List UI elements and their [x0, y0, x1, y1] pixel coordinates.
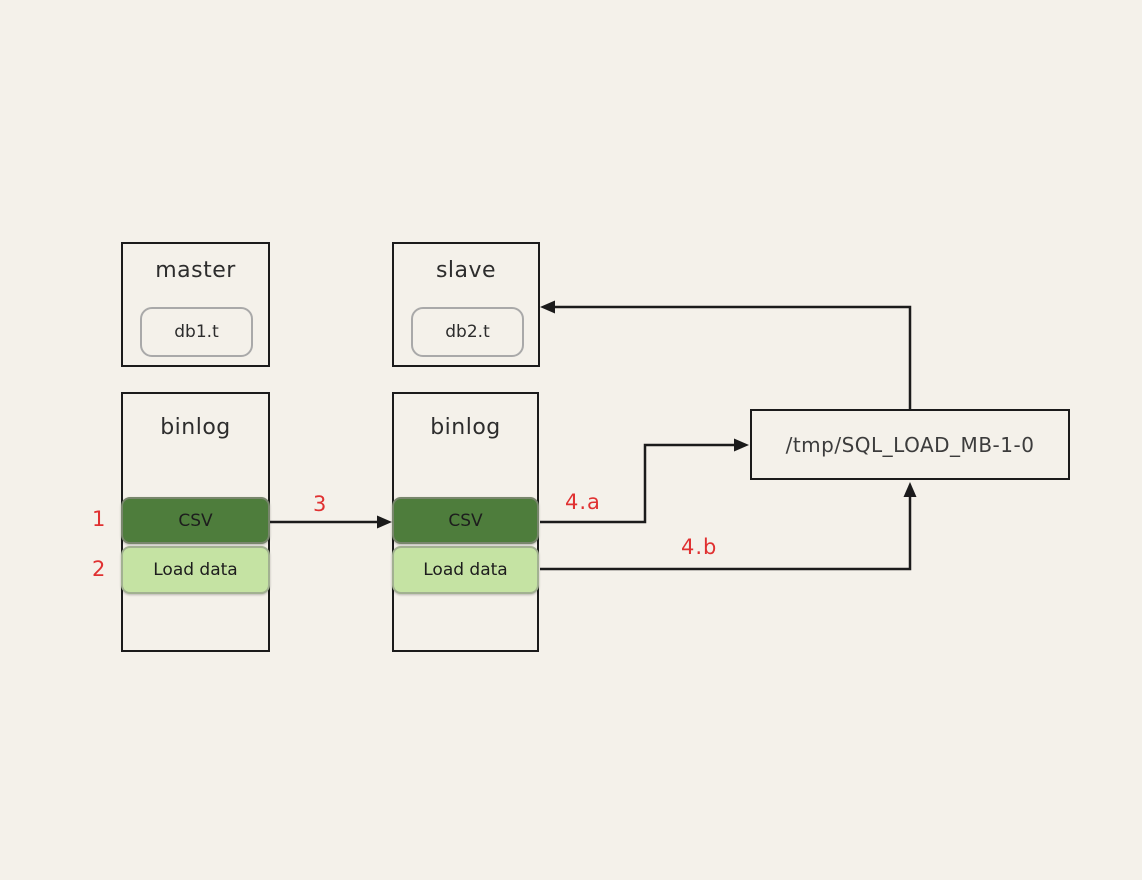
node-tmp-file: /tmp/SQL_LOAD_MB-1-0 [750, 409, 1070, 480]
node-master-table-label: db1.t [174, 322, 219, 342]
node-master-title: master [155, 258, 236, 283]
arrow-tmp-file-to-slave [540, 300, 912, 409]
event-load-data-slave: Load data [392, 546, 539, 594]
node-slave: slave db2.t [392, 242, 540, 367]
event-csv-slave: CSV [392, 497, 539, 544]
label-step-4a: 4.a [565, 490, 601, 514]
node-slave-table-db2t: db2.t [411, 307, 524, 357]
event-load-data-master: Load data [121, 546, 270, 594]
label-step-4b: 4.b [681, 535, 718, 559]
node-binlog-master-title: binlog [160, 415, 231, 440]
node-binlog-slave: binlog CSV Load data [392, 392, 539, 652]
label-step-3: 3 [313, 492, 328, 516]
event-csv-slave-label: CSV [448, 510, 483, 531]
label-step-2: 2 [92, 557, 107, 581]
node-binlog-slave-title: binlog [430, 415, 501, 440]
arrow-master-csv-to-slave-csv [270, 515, 392, 529]
event-csv-master: CSV [121, 497, 270, 544]
node-tmp-file-label: /tmp/SQL_LOAD_MB-1-0 [785, 432, 1035, 457]
event-load-data-slave-label: Load data [423, 560, 508, 580]
node-master-table-db1t: db1.t [140, 307, 253, 357]
node-binlog-master: binlog CSV Load data [121, 392, 270, 652]
node-master: master db1.t [121, 242, 270, 367]
node-slave-table-label: db2.t [445, 322, 490, 342]
node-slave-title: slave [435, 258, 497, 283]
event-load-data-master-label: Load data [153, 560, 238, 580]
label-step-1: 1 [92, 507, 107, 531]
event-csv-master-label: CSV [178, 510, 213, 531]
